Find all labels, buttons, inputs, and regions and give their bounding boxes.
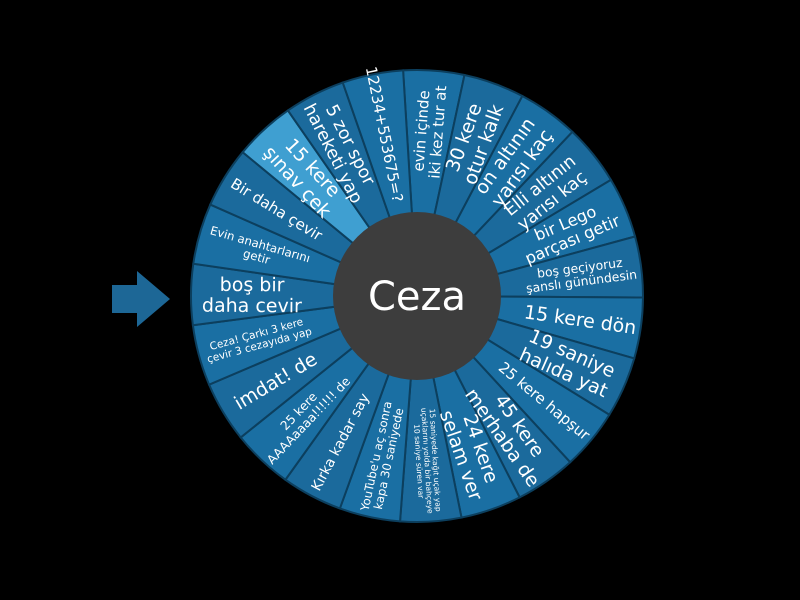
wheel-center-label: Ceza [368, 274, 466, 320]
wheel-segment-label: 24 kereselam ver [435, 401, 506, 504]
wheel-hub[interactable] [333, 212, 501, 380]
wheel-segment-label-line: boş bir [220, 274, 285, 296]
wheel-segment-label-line: daha cevir [202, 295, 302, 318]
